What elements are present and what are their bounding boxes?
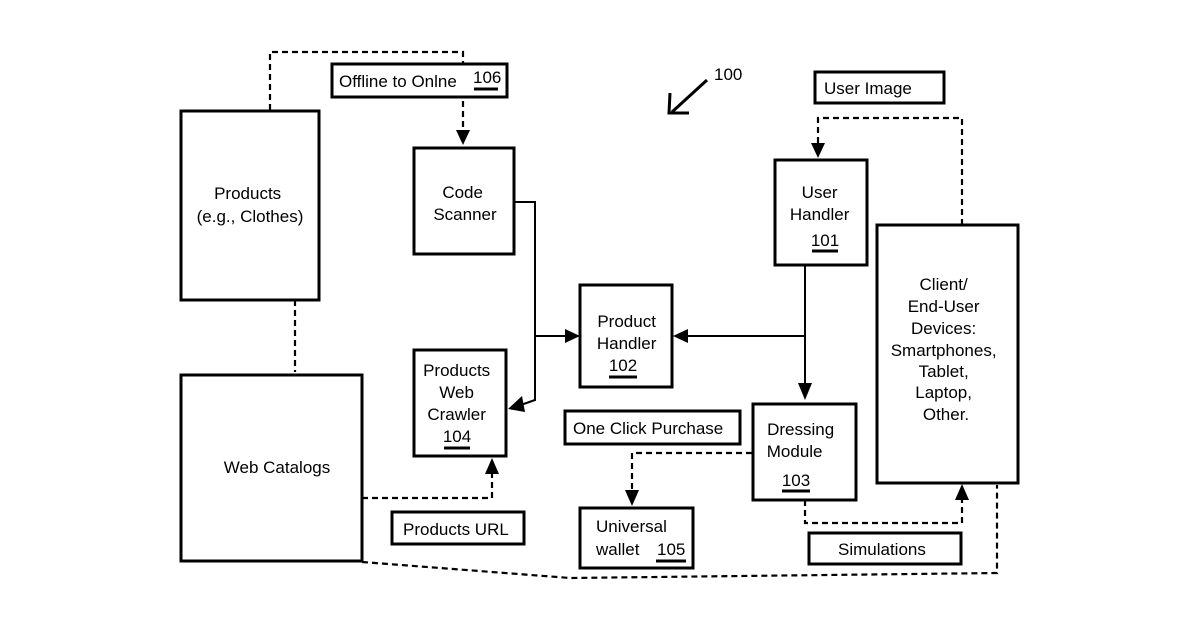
figure-ref-arrow-shaft (672, 80, 707, 112)
node-universal-wallet: Universal wallet 105 (580, 508, 693, 568)
ref-101: 101 (811, 231, 839, 250)
label-simulations: Simulations (809, 533, 961, 564)
label-products-url: Products URL (392, 512, 524, 544)
arrowhead-wallet (625, 490, 639, 506)
ref-105: 105 (657, 540, 685, 559)
node-dressing-module: Dressing Module 103 (753, 404, 856, 500)
ref-102: 102 (609, 356, 637, 375)
label-products-url-text: Products URL (403, 520, 509, 539)
figure-reference: 100 (669, 65, 742, 113)
arrowhead-dressing (798, 383, 812, 400)
node-web-catalogs-text: Web Catalogs (224, 458, 330, 477)
node-web-catalogs: Web Catalogs (181, 375, 362, 561)
label-user-image-text: User Image (824, 79, 912, 98)
ref-103: 103 (782, 471, 810, 490)
node-code-scanner: Code Scanner (414, 148, 514, 254)
label-simulations-text: Simulations (838, 540, 926, 559)
arrowhead-product-handler-left (565, 329, 580, 343)
node-products-web-crawler: Products Web Crawler 104 (414, 350, 506, 456)
node-user-handler: User Handler 101 (775, 160, 867, 265)
arrowhead-client (955, 484, 969, 500)
arrowhead-crawler-bottom (485, 458, 499, 474)
connector-web-catalogs-to-crawler (362, 470, 492, 498)
node-products: Products (e.g., Clothes) (181, 111, 319, 300)
connector-code-scanner-to-crawler (515, 202, 535, 407)
connector-dressing-to-wallet (632, 453, 752, 495)
arrowhead-crawler (508, 396, 525, 412)
ref-106: 106 (473, 68, 501, 87)
arrowhead-code-scanner (456, 130, 470, 145)
node-client-devices: Client/ End-User Devices: Smartphones, T… (877, 225, 1018, 483)
label-user-image: User Image (815, 72, 944, 103)
label-one-click-text: One Click Purchase (573, 419, 723, 438)
ref-104: 104 (443, 427, 471, 446)
label-offline-text: Offline to Onlne (339, 72, 457, 91)
arrowhead-user-handler (811, 143, 825, 158)
label-offline-to-online: Offline to Onlne 106 (332, 64, 507, 97)
figure-ref-number: 100 (714, 65, 742, 84)
arrowhead-product-handler-right (673, 329, 688, 343)
node-product-handler: Product Handler 102 (580, 285, 672, 387)
label-one-click-purchase: One Click Purchase (565, 411, 740, 444)
